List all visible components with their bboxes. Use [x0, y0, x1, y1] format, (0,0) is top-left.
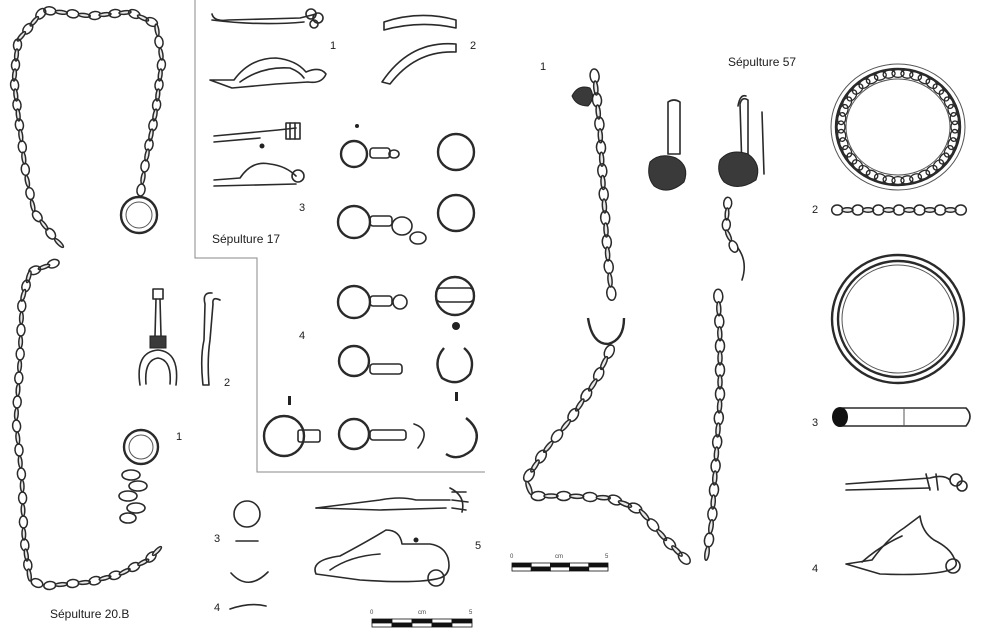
object-number-20b-4: 4 — [214, 602, 221, 614]
object-number-57-2: 2 — [812, 204, 819, 216]
sepulture-57-objects — [571, 63, 971, 576]
object-number-20b-2: 2 — [224, 377, 231, 389]
scale-bar-1-tick-unit: cm — [555, 554, 563, 560]
object-number-20b-1: 1 — [176, 431, 183, 443]
sepulture-20b-objects — [118, 195, 269, 610]
object-number-57-1: 1 — [540, 61, 547, 73]
object-number-17-5: 5 — [475, 540, 482, 552]
pendant-fitting — [138, 288, 178, 386]
scale-bar-2-tick-0: 0 — [370, 610, 374, 616]
scale-bar-1-tick-0: 0 — [510, 554, 514, 560]
scale-bar-2-tick-unit: cm — [418, 610, 426, 616]
object-number-57-4: 4 — [812, 563, 819, 575]
object-number-17-3: 3 — [299, 202, 306, 214]
scale-bar-2-tick-5: 5 — [469, 610, 473, 616]
object-number-17-2: 2 — [470, 40, 477, 52]
object-number-17-4: 4 — [299, 330, 306, 342]
hook-fittings — [648, 94, 765, 281]
scale-bar-1-tick-5: 5 — [605, 554, 609, 560]
group-title-sepulture-57: Sépulture 57 — [728, 55, 797, 69]
rings-column — [262, 124, 478, 459]
chains-layer — [9, 6, 968, 591]
sepulture-17-objects — [209, 8, 478, 587]
scale-bar-2 — [371, 618, 473, 628]
object-number-57-3: 3 — [812, 417, 819, 429]
scale-bar-1 — [511, 562, 609, 572]
object-number-20b-3: 3 — [214, 533, 221, 545]
sepulture-17-frame — [194, 0, 485, 473]
object-number-17-1: 1 — [330, 40, 337, 52]
group-title-sepulture-17: Sépulture 17 — [212, 232, 281, 246]
scale-bars — [371, 562, 609, 628]
pendant-fitting-profile — [200, 292, 221, 386]
group-title-sepulture-20b: Sépulture 20.B — [50, 607, 130, 621]
